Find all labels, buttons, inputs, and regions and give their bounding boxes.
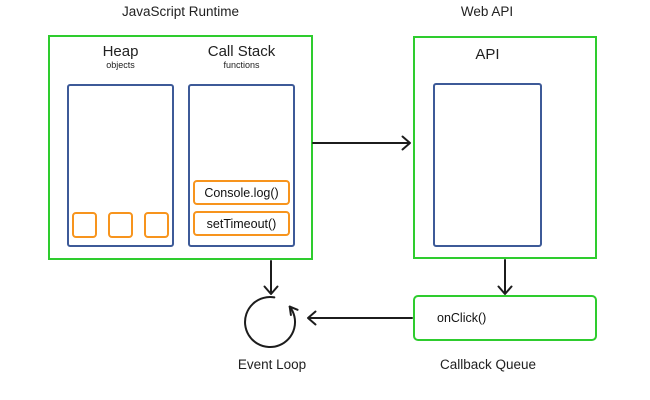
- event-loop-icon: [244, 296, 299, 349]
- event-loop-label: Event Loop: [237, 357, 307, 372]
- arrow-runtime-to-eventloop: [263, 260, 279, 295]
- call-stack-heading: Call Stack functions: [188, 44, 295, 71]
- heap-title: Heap: [102, 43, 139, 60]
- javascript-runtime-title: JavaScript Runtime: [121, 4, 240, 19]
- callback-queue-item-onclick: onClick(): [437, 311, 487, 325]
- web-api-title: Web API: [460, 4, 514, 19]
- call-stack-frame-settimeout: setTimeout(): [193, 211, 290, 236]
- heap-heading: Heap objects: [67, 44, 174, 71]
- heap-object-box: [72, 212, 97, 238]
- call-stack-title: Call Stack: [207, 43, 276, 60]
- heap-object-box: [108, 212, 133, 238]
- api-heading: API: [433, 47, 542, 63]
- callback-queue-box: onClick(): [413, 295, 597, 341]
- heap-subtitle: objects: [106, 60, 135, 70]
- call-stack-subtitle: functions: [223, 60, 260, 70]
- call-stack-frame-console-log: Console.log(): [193, 180, 290, 205]
- arrow-webapi-to-callback-queue: [497, 259, 513, 295]
- arrow-callback-queue-to-eventloop: [307, 310, 413, 326]
- api-box: [433, 83, 542, 247]
- callback-queue-label: Callback Queue: [439, 357, 537, 372]
- heap-object-box: [144, 212, 169, 238]
- arrow-runtime-to-webapi: [312, 135, 411, 151]
- api-title: API: [475, 46, 500, 63]
